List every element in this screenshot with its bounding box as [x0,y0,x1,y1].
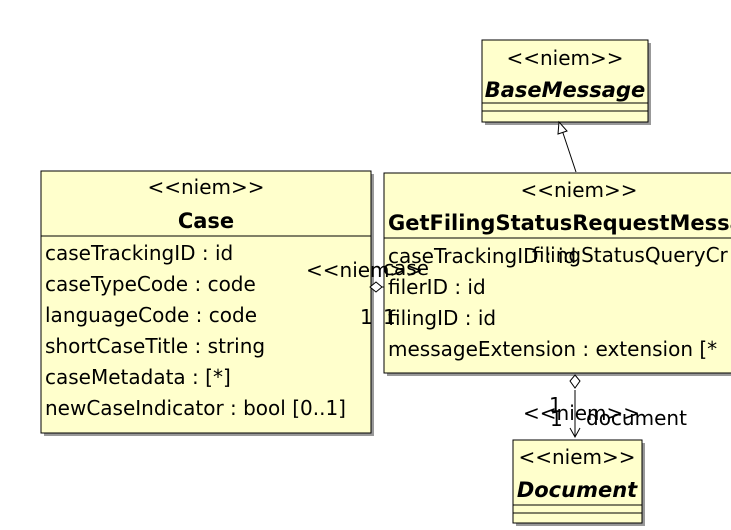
class-box [40,170,372,434]
attribute: caseMetadata : [*] [45,365,231,389]
association-document[interactable]: 1 1 <<niem>> document [523,374,687,439]
attribute: filingID : id [388,306,496,330]
class-stereotype: <<niem>> [518,445,635,469]
attribute: caseTrackingID : id [388,244,576,268]
attribute: filerID : id [388,275,486,299]
multiplicity: 1 [360,305,373,329]
multiplicity: 1 [550,407,563,431]
class-name: Case [178,209,234,233]
class-document[interactable]: <<niem>> Document [512,439,645,526]
association-role: case [383,256,429,280]
generalization-line [561,129,577,173]
class-name: BaseMessage [485,78,646,102]
aggregation-diamond-icon [369,281,383,293]
class-stereotype: <<niem>> [520,178,637,202]
class-box [481,39,649,123]
association-stereotype: <<niem>> [306,258,423,282]
aggregation-diamond-icon [569,374,581,389]
class-name: GetFilingStatusRequestMessa [388,211,731,235]
hollow-triangle-arrowhead-icon [557,120,568,135]
class-name: Document [517,478,638,502]
class-basemessage[interactable]: <<niem>> BaseMessage [481,39,651,125]
attribute: shortCaseTitle : string [45,334,265,358]
open-arrowhead-icon [569,427,581,439]
multiplicity: 1 [549,393,562,417]
attribute: newCaseIndicator : bool [0..1] [45,396,346,420]
class-box [383,172,731,374]
class-get-filing-status-request-message[interactable]: <<niem>> GetFilingStatusRequestMessa cas… [383,172,731,376]
association-stereotype: <<niem>> [523,401,640,425]
association-case[interactable]: <<niem>> case 1 1 [306,256,429,329]
attribute: caseTypeCode : code [45,272,256,296]
overlapping-role-label: filingStatusQueryCr [532,243,729,267]
generalization-arrow[interactable] [557,120,577,173]
attribute: caseTrackingID : id [45,241,233,265]
attribute: languageCode : code [45,303,257,327]
multiplicity: 1 [383,305,396,329]
class-stereotype: <<niem>> [147,175,264,199]
class-stereotype: <<niem>> [506,46,623,70]
attribute: messageExtension : extension [* [388,337,717,361]
association-role: document [586,406,687,430]
class-case[interactable]: <<niem>> Case caseTrackingID : id caseTy… [40,170,374,436]
class-box [512,439,643,524]
